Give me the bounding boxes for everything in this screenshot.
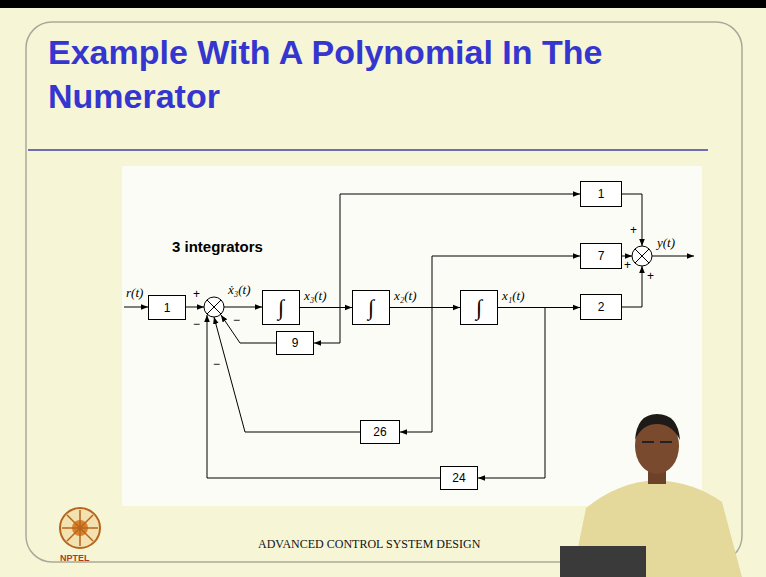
feedback-wire — [207, 315, 440, 478]
slide-border — [26, 22, 742, 562]
signal-connector — [300, 194, 580, 308]
signal-connector — [478, 308, 545, 479]
summing-junction — [632, 246, 652, 266]
signal-name: ẋ₃(t) — [228, 283, 251, 298]
sign-symbol: − — [213, 358, 220, 372]
block-text: 9 — [292, 336, 299, 350]
summing-junction — [204, 297, 224, 317]
summing-junction — [635, 249, 649, 263]
sign-symbol: − — [193, 318, 200, 332]
block-text: 1 — [164, 301, 171, 315]
output-wire — [622, 266, 642, 307]
feedback-gain-box: 26 — [360, 420, 400, 444]
signal-name: x₂(t) — [394, 289, 417, 304]
nptel-logo — [60, 508, 100, 548]
sign-symbol: − — [233, 314, 240, 328]
block-text: ∫ — [278, 295, 284, 321]
presenter-figure — [560, 414, 742, 577]
output-wire — [622, 194, 642, 246]
block-text: 26 — [373, 425, 386, 439]
input-wire — [124, 307, 148, 308]
output-wire — [652, 256, 694, 257]
title-rule — [28, 149, 708, 151]
summer-output-wire — [224, 307, 262, 308]
signal-name: r(t) — [126, 286, 143, 301]
nptel-logo — [62, 510, 98, 546]
integrator-box: ∫ — [352, 290, 390, 325]
output-wire — [622, 256, 632, 257]
block-text: 7 — [598, 249, 605, 263]
summing-junction — [204, 297, 224, 317]
block-text: ∫ — [476, 295, 482, 321]
signal-name: x₃(t) — [304, 289, 327, 304]
logo-text: NPTEL — [60, 553, 90, 563]
feedback-wire — [214, 317, 360, 432]
summing-junction — [632, 246, 652, 266]
sign-symbol: + — [647, 270, 654, 284]
block-text: 24 — [452, 471, 465, 485]
block-text: ∫ — [368, 295, 374, 321]
block-text: 2 — [598, 300, 605, 314]
slide-background — [0, 8, 766, 577]
laptop — [560, 546, 646, 577]
footer-text: ADVANCED CONTROL SYSTEM DESIGN — [258, 538, 480, 552]
signal-name: x₁(t) — [502, 289, 525, 304]
slide-title: Example With A Polynomial In The Numerat… — [48, 30, 648, 118]
feedback-gain-box: 9 — [276, 331, 314, 355]
output-gain-box: 2 — [580, 294, 622, 320]
integrator-box: ∫ — [262, 290, 300, 325]
nptel-logo — [60, 508, 100, 548]
gain-box: 1 — [148, 295, 186, 320]
diagram-panel — [122, 166, 702, 506]
annotation: 3 integrators — [172, 238, 263, 255]
block-text: 1 — [598, 187, 605, 201]
sign-symbol: + — [624, 259, 631, 273]
edge-layer — [300, 194, 580, 478]
sign-symbol: + — [193, 288, 200, 302]
input-wire — [186, 307, 204, 308]
output-gain-box: 7 — [580, 243, 622, 269]
signal-connector — [390, 308, 432, 433]
presenter-figure — [635, 414, 680, 440]
sign-symbol: + — [630, 224, 637, 238]
signal-name: y(t) — [657, 236, 675, 251]
summing-junction — [207, 300, 221, 314]
integrator-box: ∫ — [460, 290, 498, 325]
signal-wires — [124, 194, 694, 478]
presenter-figure — [642, 441, 672, 443]
output-gain-box: 1 — [580, 181, 622, 207]
feedback-gain-box: 24 — [440, 466, 478, 490]
